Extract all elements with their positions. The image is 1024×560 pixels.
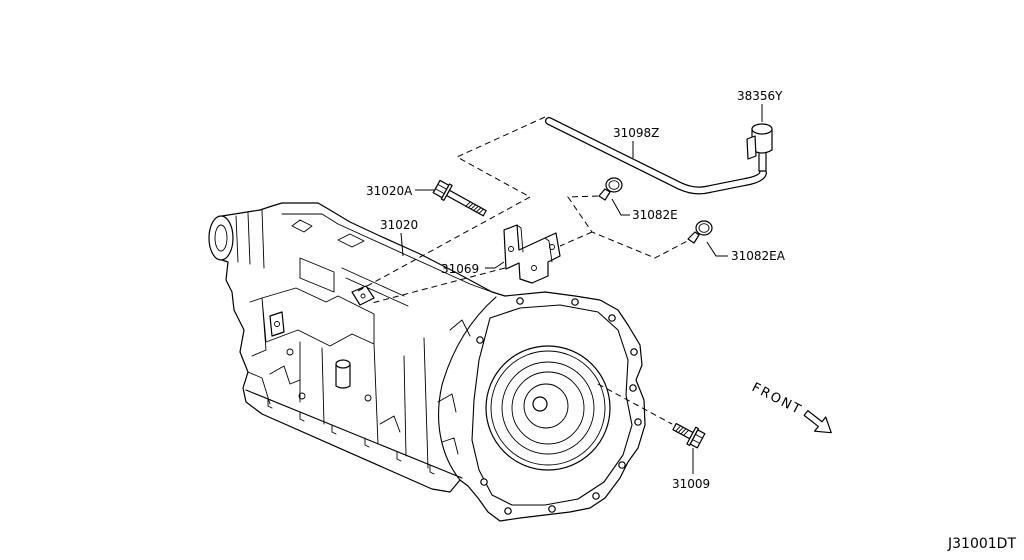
clamp-tab — [598, 188, 611, 201]
case-hole — [286, 348, 294, 356]
connector-fitting — [335, 359, 351, 389]
clamp-ring — [695, 220, 713, 236]
torque-converter-shell — [485, 345, 611, 471]
side-fitting-body — [269, 311, 285, 337]
flange-bolt-hole — [476, 336, 484, 344]
extension-housing-end — [208, 215, 234, 261]
mount-boss-body — [351, 285, 375, 306]
part-number-label: 31082E — [632, 208, 678, 222]
front-direction-label: FRONT — [749, 380, 804, 418]
breather-top — [751, 123, 773, 135]
oil-pan-lip — [245, 389, 463, 479]
clamp-ring-inner — [698, 223, 710, 233]
leader-line — [400, 232, 404, 257]
flange-bolt-hole — [504, 507, 512, 515]
front-arrow-icon — [803, 410, 832, 434]
bracket-part — [503, 224, 561, 284]
pan-bolt — [429, 464, 435, 475]
leader-line — [706, 241, 728, 257]
hose-clamp-part — [598, 177, 623, 201]
flange-bolt-hole — [571, 298, 579, 306]
transmission-assembly — [208, 202, 646, 522]
clamp-ring-inner — [608, 180, 620, 190]
part-number-label: 31098Z — [613, 126, 659, 140]
part-number-label: 31069 — [441, 262, 479, 276]
clamp-ring — [605, 177, 623, 193]
flange-bolt-hole — [608, 314, 616, 322]
flange-bolt-hole — [630, 348, 638, 356]
part-number-label: 31082EA — [731, 249, 786, 263]
case-detail-lines — [235, 209, 493, 469]
flange-bolt-hole — [634, 418, 642, 426]
flange-bolt-hole — [618, 461, 626, 469]
assembly-guide-line — [559, 231, 593, 247]
bolt-part — [672, 422, 706, 449]
bracket-hole — [531, 265, 537, 271]
breather-nipple — [758, 150, 767, 172]
side-fitting-hole — [274, 321, 280, 327]
oil-pan-bolts — [267, 398, 435, 475]
torque-converter-hub — [532, 396, 548, 412]
leader-line — [611, 198, 630, 216]
breather-tube-part — [545, 117, 767, 195]
bolt-part — [432, 179, 487, 217]
bolt-head-facets — [692, 433, 703, 444]
torque-converter-ring — [523, 383, 569, 429]
side-fitting — [269, 311, 285, 337]
pan-bolt — [267, 398, 273, 409]
torque-converter-ring — [501, 361, 595, 455]
bell-housing-bolt-holes — [476, 297, 642, 515]
clamp-tab — [687, 231, 700, 244]
connector-top — [335, 359, 351, 369]
flange-bolt-hole — [629, 384, 637, 392]
torque-converter — [485, 345, 611, 471]
pan-bolt — [331, 424, 337, 435]
part-number-label: 31009 — [672, 477, 710, 491]
leader-line — [485, 261, 505, 269]
flange-bolt-hole — [480, 478, 488, 486]
torque-converter-ring — [490, 350, 606, 466]
diagram-code: J31001DT — [947, 536, 1016, 552]
case-bell-housing-joint — [438, 296, 497, 481]
bolt-threads — [675, 425, 690, 436]
flange-bolt-hole — [592, 492, 600, 500]
flange-bolt-hole — [548, 505, 556, 513]
assembly-guide-line — [371, 267, 506, 304]
mount-boss-hole — [360, 293, 366, 299]
part-number-label: 31020A — [366, 184, 413, 198]
bell-housing-flange — [471, 304, 633, 506]
case-hole — [298, 392, 306, 400]
case-hole — [364, 394, 372, 402]
assembly-guide-line — [597, 383, 673, 425]
pan-bolt — [396, 451, 402, 462]
pan-bolt — [299, 411, 305, 422]
bolt-threads — [465, 201, 485, 214]
bolt-head-facets — [434, 183, 448, 195]
output-shaft-opening — [214, 224, 228, 252]
breather-tube-inner — [546, 118, 766, 194]
pan-bolt — [364, 437, 370, 448]
breather-cap-part — [746, 123, 773, 172]
breather-clip — [746, 135, 757, 160]
bracket-edges — [516, 224, 553, 263]
bracket-body — [503, 224, 561, 284]
flange-bolt-hole — [516, 297, 524, 305]
part-number-label: 31020 — [380, 218, 418, 232]
connector-body — [335, 363, 351, 389]
bracket-hole — [549, 244, 555, 250]
assembly-guide-line — [567, 195, 694, 259]
bracket-hole — [508, 246, 514, 252]
torque-converter-ring — [511, 371, 585, 445]
part-number-label: 38356Y — [737, 89, 783, 103]
hose-clamp-part — [687, 220, 713, 244]
mount-boss — [351, 285, 375, 306]
